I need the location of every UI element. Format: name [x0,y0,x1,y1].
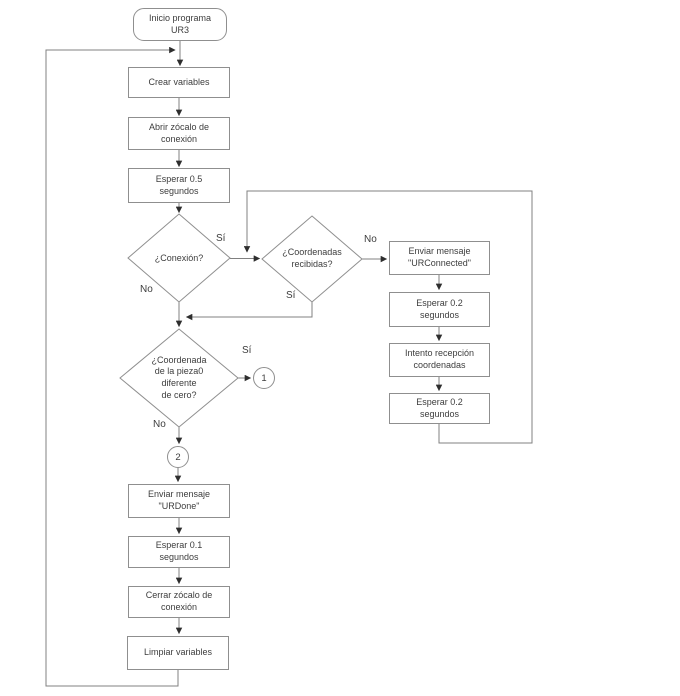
decision-pieza-shape [119,328,239,428]
connector-circle-1: 1 [253,367,275,389]
node-esperar-05s: Esperar 0.5 segundos [128,168,230,203]
edge-feedback-limpiar-to-top [45,46,179,687]
node-limpiar-variables: Limpiar variables [127,636,229,670]
edge-coordenadas-si-merge [185,302,313,321]
decision-conexion-shape [127,213,231,303]
decision-coordenadas-shape [261,215,363,303]
label-pieza-si: Sí [242,345,252,356]
node-cerrar-zocalo: Cerrar zócalo de conexión [128,586,230,618]
label-conexion-no: No [140,284,153,295]
label-coordenadas-no: No [364,234,377,245]
node-esperar-01s: Esperar 0.1 segundos [128,536,230,568]
node-esperar-02s-b: Esperar 0.2 segundos [389,393,490,424]
edge-retry-loop [243,190,533,444]
label-pieza-no: No [153,419,166,430]
label-coordenadas-si: Sí [286,290,296,301]
node-abrir-zocalo: Abrir zócalo de conexión [128,117,230,150]
node-intento-recepcion: Intento recepción coordenadas [389,343,490,377]
node-enviar-urconnected: Enviar mensaje "URConnected" [389,241,490,275]
node-crear-variables: Crear variables [128,67,230,98]
node-esperar-02s-a: Esperar 0.2 segundos [389,292,490,327]
label-conexion-si: Sí [216,233,226,244]
connector-circle-2: 2 [167,446,189,468]
node-start: Inicio programa UR3 [133,8,227,41]
node-enviar-urdone: Enviar mensaje "URDone" [128,484,230,518]
